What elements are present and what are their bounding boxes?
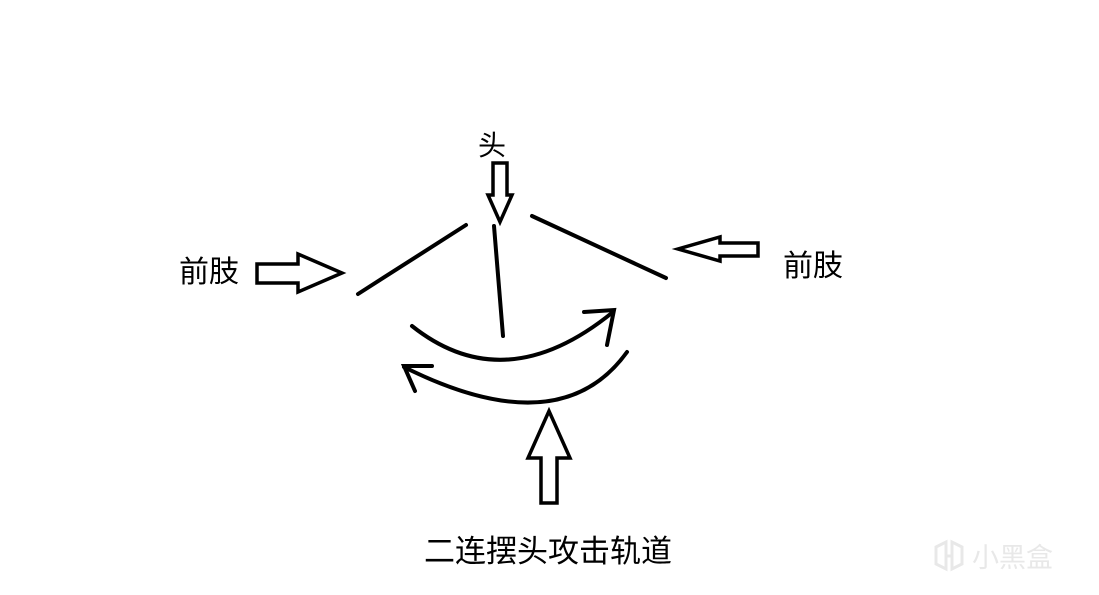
head-pointer-arrow-icon	[485, 161, 515, 227]
left-forelimb-label: 前肢	[179, 255, 239, 290]
heybox-logo-icon	[934, 539, 964, 571]
swing-arc-right-arrow	[410, 307, 617, 362]
head-line	[492, 224, 505, 338]
left-forelimb-pointer-arrow-icon	[255, 251, 347, 295]
swing-arc-left-arrow	[400, 350, 629, 405]
right-forelimb-line	[530, 214, 668, 280]
attack-track-caption: 二连摆头攻击轨道	[424, 534, 672, 570]
watermark-text: 小黑盒	[972, 543, 1053, 574]
left-forelimb-line	[356, 223, 468, 296]
watermark: 小黑盒	[932, 536, 1053, 575]
head-label: 头	[478, 129, 507, 162]
right-forelimb-label: 前肢	[783, 249, 843, 284]
attack-track-pointer-arrow-icon	[525, 406, 573, 505]
right-forelimb-pointer-arrow-icon	[671, 234, 760, 264]
